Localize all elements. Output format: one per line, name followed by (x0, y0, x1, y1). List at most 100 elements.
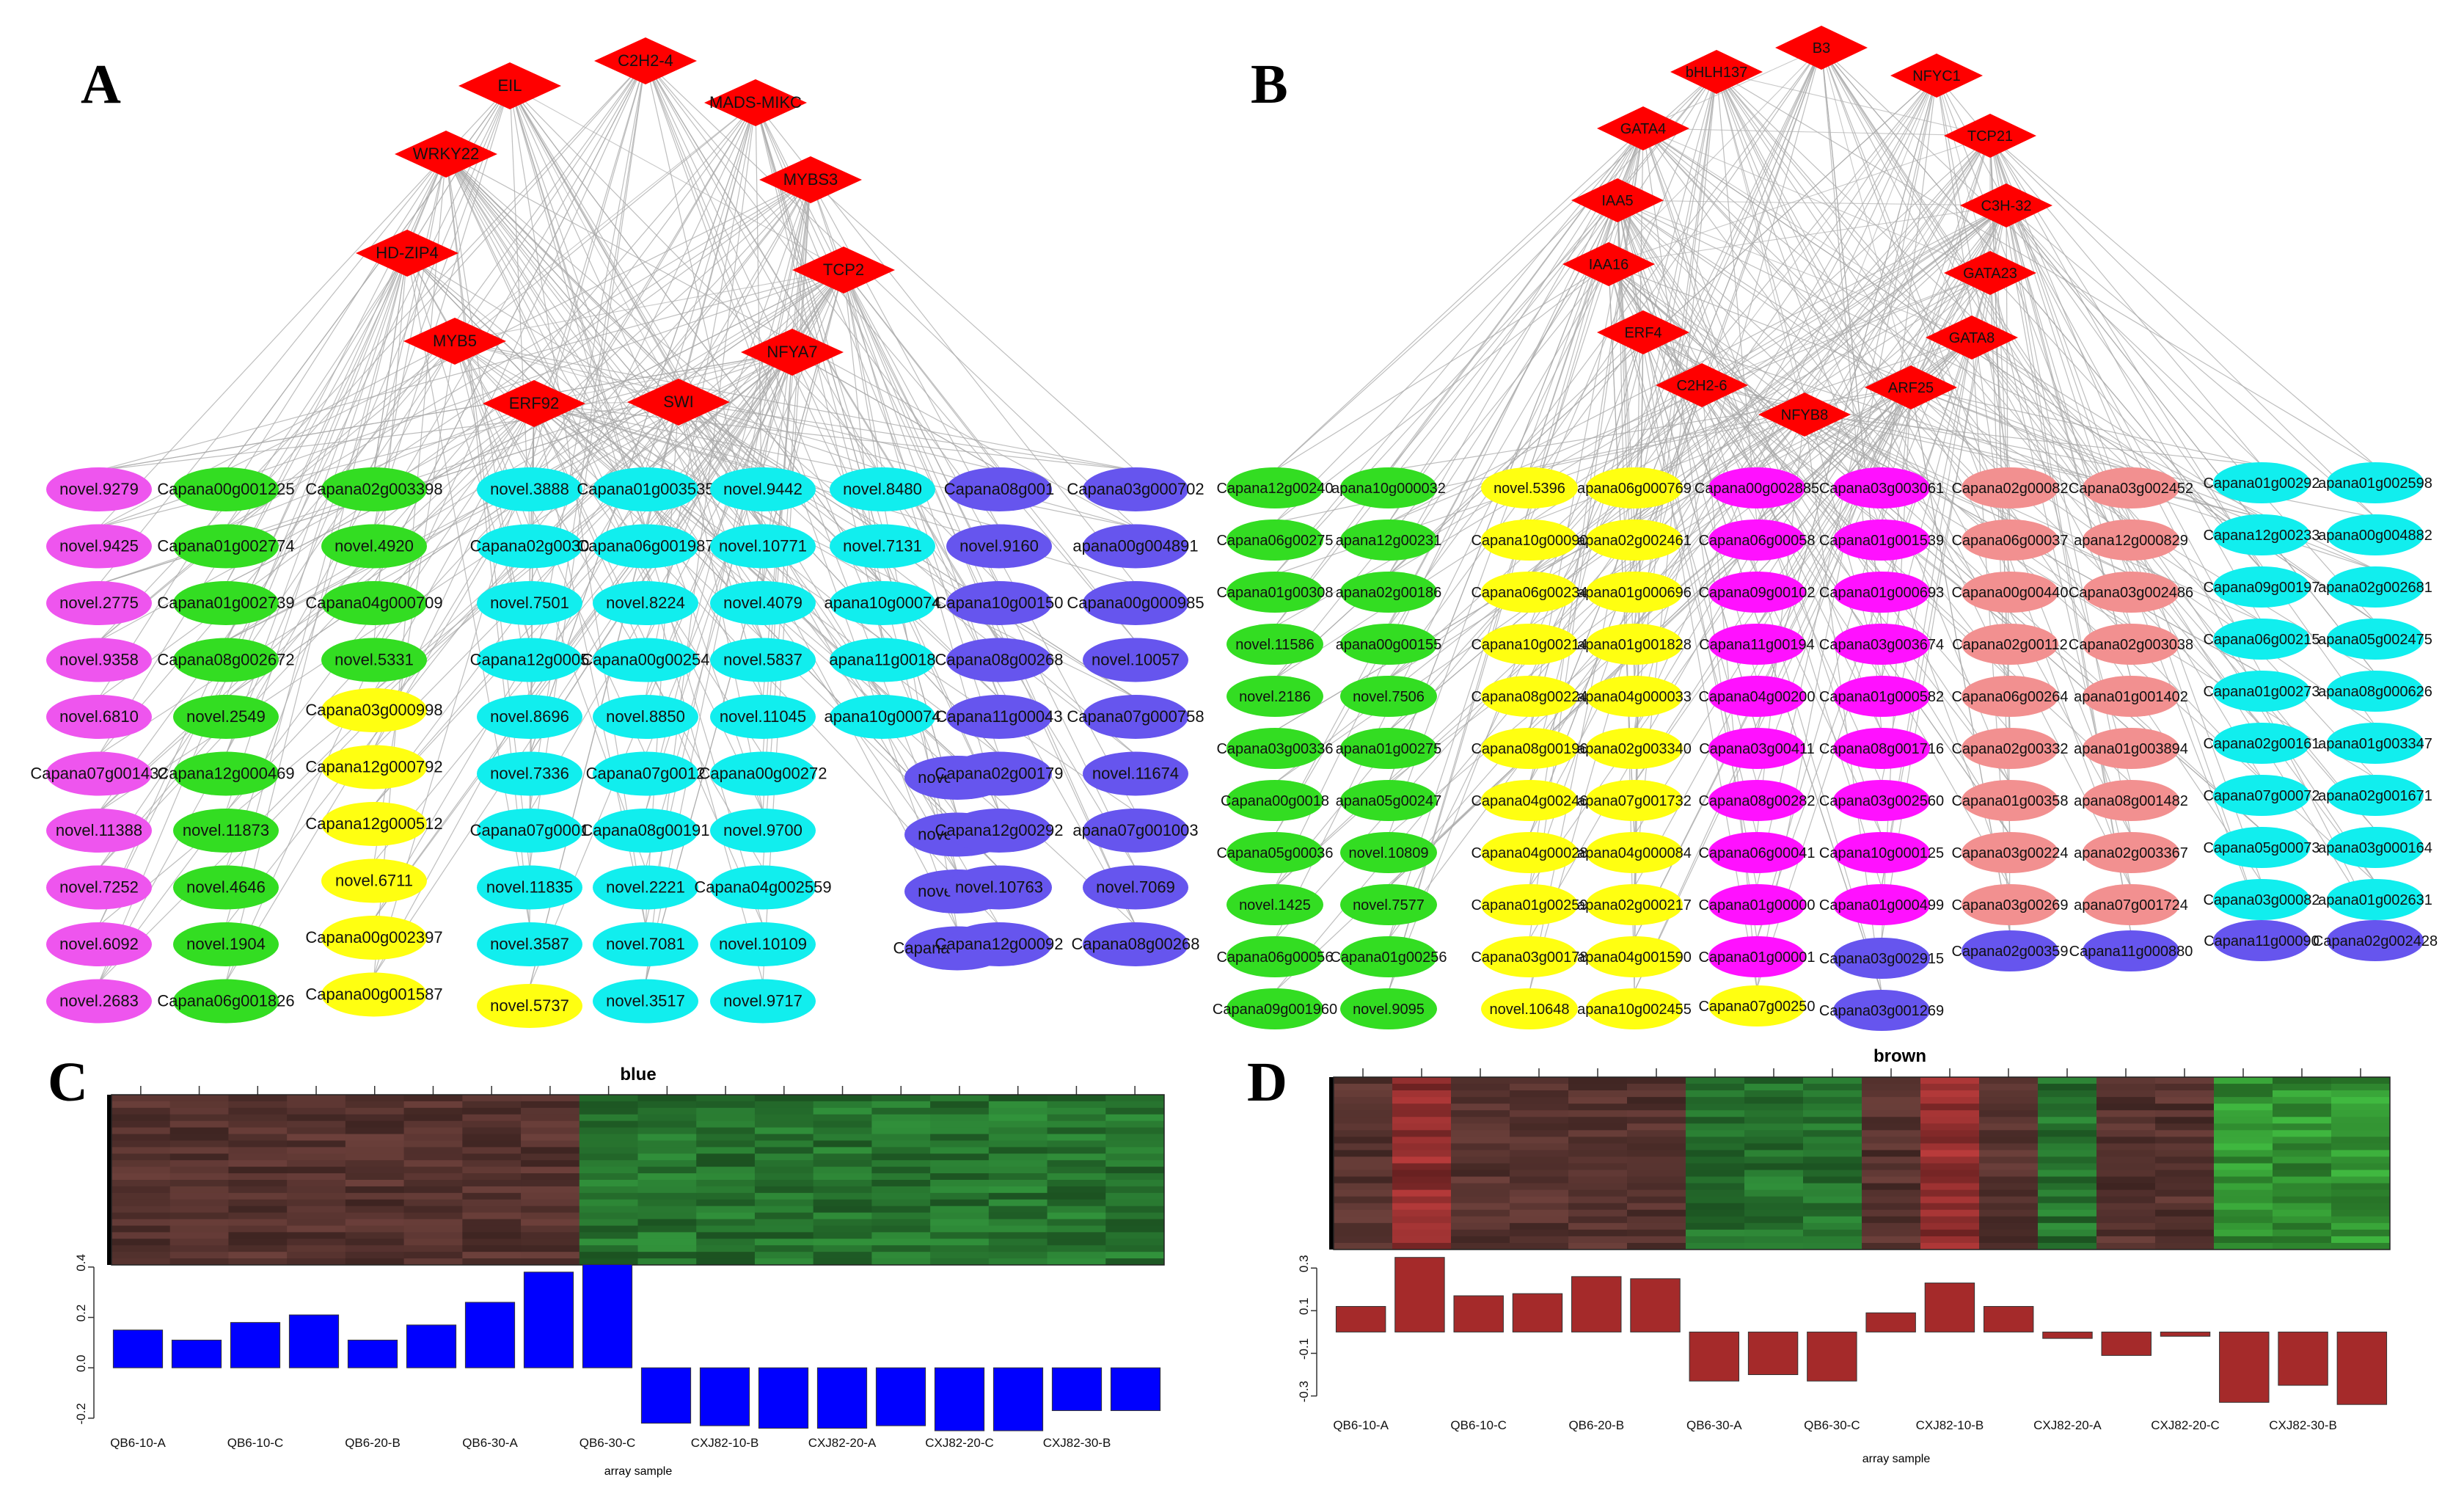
target-gene-label: Capana02g002428 (2313, 933, 2438, 949)
target-gene-node: Capana02g00332 (1951, 728, 2069, 769)
heatmap-cell (1920, 1216, 1980, 1224)
heatmap-cell (2214, 1090, 2273, 1098)
tf-label: SWI (663, 393, 694, 411)
heatmap-cell (813, 1199, 872, 1207)
heatmap-cell (1568, 1222, 1628, 1230)
target-gene-ellipse (1833, 832, 1930, 873)
heatmap-cell (1627, 1242, 1686, 1250)
heatmap-cell (2096, 1110, 2156, 1117)
target-gene-node: novel.2186 (1226, 676, 1323, 717)
tf-node: EIL (458, 62, 561, 109)
heatmap-cell (871, 1107, 931, 1115)
heatmap-cell (1686, 1077, 1745, 1084)
target-gene-node: apana10g00074 (824, 695, 941, 739)
heatmap-cell (813, 1120, 872, 1128)
target-gene-label: novel.9279 (59, 480, 139, 498)
target-gene-ellipse (1833, 728, 1930, 769)
heatmap-cell (1803, 1104, 1862, 1111)
heatmap-cell (1979, 1222, 2039, 1230)
target-gene-ellipse (2213, 514, 2310, 555)
heatmap-cell (345, 1147, 405, 1154)
tf-diamond (356, 230, 458, 277)
target-gene-node: Capana11g000880 (2069, 930, 2193, 971)
heatmap-cell (2096, 1130, 2156, 1137)
heatmap-cell (1568, 1196, 1628, 1204)
target-gene-node: apana02g002461 (1577, 519, 1692, 561)
target-gene-label: Capana09g00102 (1698, 585, 1815, 601)
heatmap-cell (2096, 1163, 2156, 1171)
tf-label: WRKY22 (413, 145, 479, 163)
heatmap-cell (1451, 1084, 1510, 1091)
heatmap-cell (930, 1140, 990, 1148)
network-edge (843, 269, 883, 641)
heatmap-cell (1627, 1110, 1686, 1117)
tf-node: MADS-MIKC (704, 79, 807, 126)
heatmap-cell (228, 1245, 288, 1252)
heatmap-cell (930, 1173, 990, 1181)
tf-diamond (594, 37, 697, 84)
heatmap-cell (228, 1101, 288, 1109)
x-tick-label: CXJ82-10-B (1916, 1418, 1984, 1432)
heatmap-cell (2331, 1117, 2391, 1124)
heatmap-cell (1392, 1229, 1452, 1237)
heatmap-cell (228, 1232, 288, 1239)
heatmap-cell (1979, 1183, 2039, 1191)
x-tick-label: QB6-10-A (110, 1436, 166, 1450)
target-gene-label: apana01g003347 (2318, 736, 2432, 752)
network-edge (1608, 263, 2011, 732)
heatmap-cell (988, 1192, 1048, 1200)
heatmap-cell (1510, 1222, 1569, 1230)
heatmap-cell (521, 1147, 580, 1154)
heatmap-column (1510, 1077, 1569, 1250)
target-gene-ellipse (830, 638, 935, 682)
tf-label: MADS-MIKC (709, 93, 802, 112)
heatmap-cell (1451, 1229, 1510, 1237)
heatmap-cell (345, 1219, 405, 1226)
heatmap-cell (1686, 1130, 1745, 1137)
network-edge (1989, 135, 2262, 883)
heatmap-cell (2038, 1117, 2097, 1124)
target-gene-ellipse (1962, 832, 2058, 873)
heatmap-cell (169, 1258, 229, 1266)
target-gene-node: Capana01g002774 (157, 524, 295, 569)
heatmap-cell (521, 1252, 580, 1259)
network-edge (1716, 71, 2132, 836)
heatmap-cell (2096, 1183, 2156, 1191)
heatmap-cell (1744, 1090, 1804, 1098)
heatmap-cell (169, 1140, 229, 1148)
target-gene-label: apana05g00247 (1336, 793, 1442, 809)
network-edge (509, 85, 844, 271)
network-edge (1608, 135, 1991, 265)
target-gene-ellipse (946, 751, 1052, 796)
target-gene-node: Capana02g00112 (1952, 624, 2068, 665)
heatmap-cell (1627, 1176, 1686, 1184)
heatmap-cell (2331, 1176, 2391, 1184)
target-gene-node: Capana08g00191 (582, 809, 709, 853)
tf-diamond (1890, 54, 1983, 98)
network-edge (1608, 47, 1822, 265)
heatmap-cell (1862, 1123, 1921, 1131)
x-tick-label: QB6-30-A (1686, 1418, 1742, 1432)
target-gene-node: Capana01g00001 (1698, 936, 1816, 977)
target-gene-ellipse (2327, 514, 2424, 555)
heatmap-cell (1568, 1209, 1628, 1217)
target-gene-ellipse (1481, 676, 1578, 717)
heatmap-cell (228, 1219, 288, 1226)
target-gene-ellipse (1226, 988, 1323, 1029)
target-gene-node: Capana01g002739 (157, 581, 295, 625)
heatmap-cell (1979, 1117, 2039, 1124)
heatmap-cell (871, 1258, 931, 1266)
heatmap-cell (579, 1212, 638, 1220)
tf-diamond (792, 247, 895, 293)
heatmap-cell (403, 1180, 463, 1187)
heatmap-cell (1979, 1189, 2039, 1197)
heatmap-column (2155, 1077, 2215, 1250)
bar (1807, 1331, 1857, 1382)
heatmap-cell (1568, 1189, 1628, 1197)
heatmap-cell (2214, 1097, 2273, 1104)
target-gene-ellipse (2083, 930, 2179, 971)
tf-label: EIL (497, 76, 522, 95)
heatmap-cell (1627, 1097, 1686, 1104)
heatmap-cell (1105, 1225, 1165, 1233)
heatmap-cell (696, 1232, 756, 1239)
